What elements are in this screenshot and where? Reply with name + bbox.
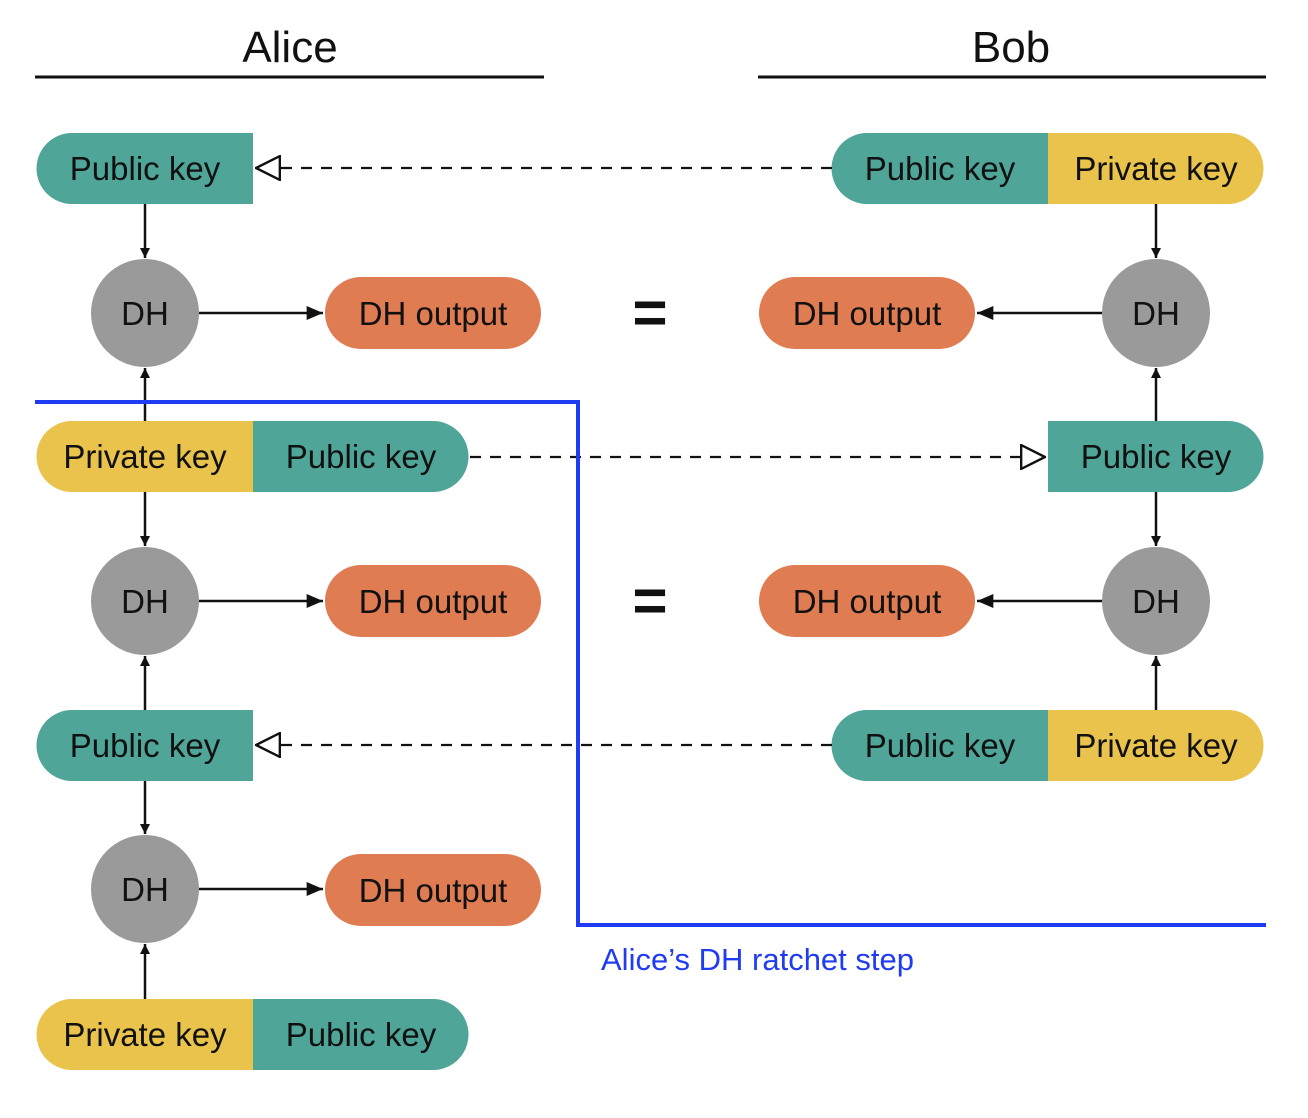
alice-private-key-2: Private key [63, 1016, 227, 1053]
equals-sign-2: = [632, 567, 667, 634]
bob-keypair-1: Public key Private key [831, 133, 1264, 204]
alice-header: Alice [242, 23, 337, 72]
bob-dh-1: DH [1102, 259, 1210, 367]
bob-received-public-key: Public key [1048, 421, 1264, 492]
alice-public-key-1: Public key [286, 438, 437, 475]
bob-private-key-2: Private key [1074, 727, 1238, 764]
alice-dh-output-1: DH output [325, 277, 541, 349]
svg-text:DH: DH [1132, 295, 1180, 332]
bob-header: Bob [972, 23, 1050, 72]
bob-public-key-2: Public key [865, 727, 1016, 764]
svg-text:Public key: Public key [70, 150, 221, 187]
alice-keypair-1: Private key Public key [36, 421, 469, 492]
alice-dh-2: DH [91, 547, 199, 655]
svg-text:Public key: Public key [70, 727, 221, 764]
bob-private-key-1: Private key [1074, 150, 1238, 187]
bob-keypair-2: Public key Private key [831, 710, 1264, 781]
alice-keypair-2: Private key Public key [36, 999, 469, 1070]
svg-text:Public key: Public key [1081, 438, 1232, 475]
svg-text:DH: DH [121, 583, 169, 620]
svg-text:DH: DH [121, 871, 169, 908]
bob-dh-output-2: DH output [759, 565, 975, 637]
bob-dh-output-1: DH output [759, 277, 975, 349]
alice-received-public-key-2: Public key [36, 710, 253, 781]
bob-dh-2: DH [1102, 547, 1210, 655]
svg-text:DH output: DH output [359, 583, 508, 620]
bob-public-key-1: Public key [865, 150, 1016, 187]
equals-sign-1: = [632, 279, 667, 346]
svg-text:DH output: DH output [359, 295, 508, 332]
ratchet-step-boundary [35, 400, 1266, 927]
alice-received-public-key-1: Public key [36, 133, 253, 204]
alice-dh-output-3: DH output [325, 854, 541, 926]
ratchet-step-caption: Alice’s DH ratchet step [601, 942, 914, 977]
alice-public-key-2: Public key [286, 1016, 437, 1053]
svg-text:DH: DH [121, 295, 169, 332]
alice-dh-1: DH [91, 259, 199, 367]
svg-text:DH output: DH output [793, 583, 942, 620]
alice-dh-output-2: DH output [325, 565, 541, 637]
svg-text:DH: DH [1132, 583, 1180, 620]
svg-text:DH output: DH output [359, 872, 508, 909]
alice-private-key-1: Private key [63, 438, 227, 475]
svg-text:DH output: DH output [793, 295, 942, 332]
alice-dh-3: DH [91, 835, 199, 943]
